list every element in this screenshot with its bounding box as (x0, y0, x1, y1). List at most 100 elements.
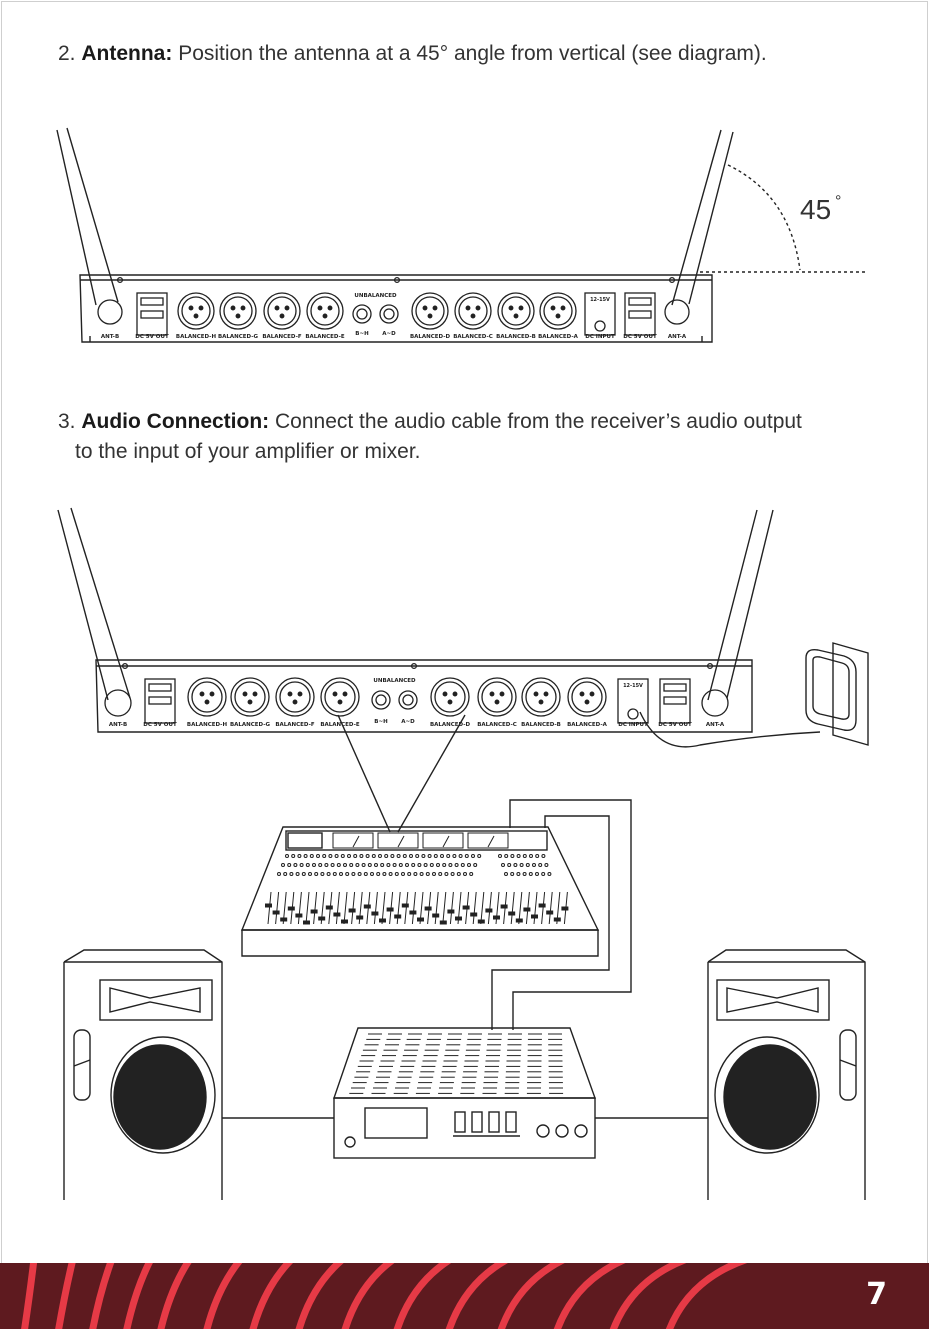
mixer-knob-0-31 (477, 854, 482, 858)
xlr-balanced-g-label: BALANCED-G (218, 334, 259, 340)
mixer-knob-1-19 (398, 863, 403, 867)
xlr-balanced-b-label: BALANCED-B (521, 722, 561, 728)
mixer-knob-0-18 (396, 854, 401, 858)
page-number: 7 (866, 1277, 887, 1312)
xlr-balanced-a-outer (567, 677, 607, 717)
mixer-knob-0-0 (285, 854, 289, 858)
xlr-balanced-g-pin-2 (247, 699, 253, 705)
mixer-knob-2-7 (320, 872, 325, 876)
mixer-knob-0-23 (427, 854, 432, 858)
angle-arc (727, 164, 801, 271)
xlr-balanced-e-pin-0 (332, 691, 338, 697)
mixer-knob-0-21 (415, 854, 420, 858)
xlr-balanced-a-pin-2 (555, 313, 561, 319)
fader-cap-27 (470, 912, 478, 917)
dc-out-right-usb-1 (663, 683, 687, 692)
mixer-knob-2-18 (388, 872, 393, 876)
step-2-antenna: 2. Antenna: Position the antenna at a 45… (58, 39, 767, 69)
mixer-master-knob-1-7 (544, 863, 549, 867)
dc-out-right-panel (659, 678, 691, 724)
mixer-master-knob-2-4 (528, 872, 533, 876)
step-3-text-line2: to the input of your amplifier or mixer. (75, 440, 421, 463)
xlr-balanced-a-label: BALANCED-A (567, 722, 608, 728)
xlr-balanced-h-outer (177, 292, 215, 330)
fader-cap-19 (409, 910, 417, 915)
dc-out-right-usb-2 (663, 696, 687, 705)
left-antenna-2 (57, 509, 109, 701)
mixer-knob-2-27 (444, 872, 449, 876)
mixer-knob-0-28 (458, 854, 463, 858)
xlr-balanced-e-pin-0 (317, 305, 323, 311)
mixer-knob-0-25 (440, 854, 444, 858)
ant-b-label: ANT-B (109, 722, 127, 728)
xlr-balanced-f-pin-0 (274, 305, 280, 311)
mixer-knob-0-12 (359, 854, 364, 858)
xlr-balanced-f-pin-2 (292, 699, 298, 705)
mixer-knob-2-14 (363, 872, 368, 876)
dc-out-right-panel (624, 292, 656, 336)
xlr-balanced-e-label: BALANCED-E (320, 722, 360, 728)
mixer-knob-0-22 (421, 854, 426, 858)
xlr-balanced-e-label: BALANCED-E (305, 334, 345, 340)
step-2-text: Position the antenna at a 45° angle from… (172, 42, 767, 65)
fader-track-35 (533, 891, 538, 925)
xlr-balanced-h-pin-1 (198, 305, 204, 311)
mixer-master-knob-1-6 (538, 863, 543, 867)
mixer-knob-1-0 (281, 863, 285, 867)
xlr-balanced-h-pin-1 (209, 691, 215, 697)
mixer-knob-1-23 (423, 863, 428, 867)
mixer-knob-0-29 (464, 854, 469, 858)
mixer-knob-0-19 (402, 854, 407, 858)
fader-cap-10 (341, 919, 348, 924)
fader-track-28 (480, 891, 485, 925)
mixer-knob-1-1 (287, 863, 292, 867)
xlr-balanced-f-pin-1 (297, 691, 303, 697)
unbalanced-label: UNBALANCED (354, 293, 397, 299)
dc-out-left-panel (144, 678, 176, 724)
receiver-body (79, 274, 713, 343)
mixer-knob-0-1 (291, 854, 296, 858)
mixer-knob-2-12 (351, 872, 356, 876)
xlr-balanced-g-pin-0 (230, 305, 236, 311)
fader-cap-6 (310, 909, 318, 914)
mixer-knob-1-31 (473, 863, 478, 867)
mixer-knob-1-14 (367, 863, 372, 867)
footer-stripes (21, 1263, 748, 1329)
fader-cap-39 (561, 906, 569, 911)
xlr-balanced-e-pin-2 (322, 313, 328, 319)
jack-a-outer (398, 690, 418, 710)
fader-cap-17 (394, 914, 402, 919)
screw-0 (116, 276, 124, 284)
vu-meter-0 (332, 832, 374, 849)
fader-cap-30 (493, 915, 500, 920)
dc-input-label: DC INPUT (618, 722, 648, 728)
mixer-master-knob-2-3 (522, 872, 527, 876)
mixer-knob-0-16 (384, 854, 389, 858)
step-3-audio-connection: 3. Audio Connection: Connect the audio c… (58, 407, 878, 467)
mixer-knob-2-28 (450, 872, 455, 876)
mixer-master-knob-1-0 (501, 863, 505, 867)
xlr-balanced-a-pin-2 (584, 699, 590, 705)
footer-stripe-1 (55, 1263, 76, 1329)
mixer-master-knob-1-5 (532, 863, 536, 867)
mixer-knob-1-3 (299, 863, 304, 867)
audio-cable-right (397, 714, 466, 833)
mixer-knob-1-8 (330, 863, 335, 867)
mixer-master-knob-0-7 (541, 854, 546, 858)
fader-track-37 (548, 891, 553, 925)
fader-track-18 (404, 891, 409, 925)
mixer-knob-2-30 (463, 872, 467, 876)
xlr-balanced-d-pin-1 (452, 691, 458, 697)
mixer-master-knob-1-2 (513, 863, 518, 867)
fader-track-32 (510, 891, 515, 925)
mixer-master-knob-0-0 (498, 854, 502, 858)
right-speaker (707, 949, 866, 1200)
xlr-balanced-b-inner (525, 681, 557, 713)
xlr-balanced-b-label: BALANCED-B (496, 334, 536, 340)
fader-track-36 (541, 891, 546, 925)
xlr-balanced-h-pin-0 (199, 691, 205, 697)
fader-track-17 (396, 891, 401, 925)
footer-stripe-0 (21, 1263, 38, 1329)
mixer-master-knob-1-4 (525, 863, 530, 867)
fader-cap-1 (272, 910, 280, 915)
